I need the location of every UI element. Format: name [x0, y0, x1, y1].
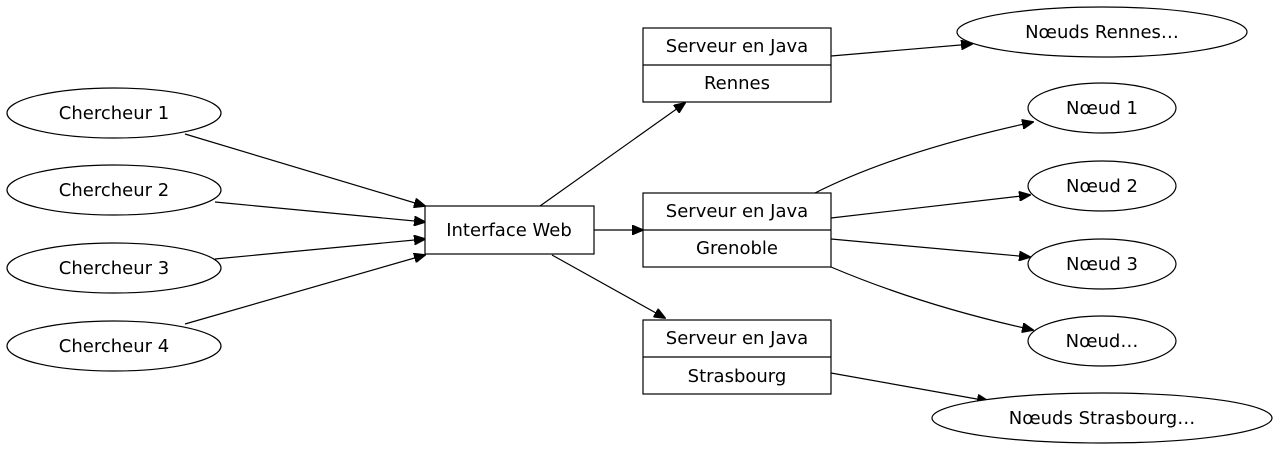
researcher-node: Chercheur 4 [6, 320, 222, 372]
server-site: Strasbourg [688, 366, 787, 387]
edge-grenoble-noeud2 [830, 195, 1030, 219]
edge-strasbourg-noeuds [830, 372, 988, 401]
server-nodes: Serveur en Java Rennes Serveur en Java G… [642, 27, 832, 395]
researcher-label: Chercheur 2 [59, 180, 169, 201]
compute-node: Nœud 1 [1027, 82, 1177, 134]
edge-chercheur2-interface [214, 201, 425, 222]
researcher-label: Chercheur 4 [59, 336, 169, 357]
server-node-grenoble: Serveur en Java Grenoble [642, 192, 832, 268]
server-node-strasbourg: Serveur en Java Strasbourg [642, 319, 832, 395]
edges [184, 44, 1033, 401]
compute-node-rennes: Nœuds Rennes… [956, 6, 1248, 58]
interface-web-node: Interface Web [424, 205, 595, 255]
researcher-nodes: Chercheur 1 Chercheur 2 Chercheur 3 Cher… [6, 87, 222, 372]
compute-node-label: Nœud 3 [1066, 254, 1138, 275]
edge-chercheur4-interface [184, 255, 425, 325]
edge-rennes-noeuds [830, 44, 972, 57]
edge-grenoble-noeud3 [830, 238, 1030, 257]
compute-node-label: Nœud 1 [1066, 98, 1138, 119]
edge-grenoble-noeud4 [830, 266, 1033, 330]
researcher-node: Chercheur 3 [6, 242, 222, 294]
edge-chercheur3-interface [214, 239, 425, 260]
researcher-label: Chercheur 3 [59, 258, 169, 279]
compute-node-label: Nœud… [1066, 331, 1139, 352]
compute-node-label: Nœud 2 [1066, 176, 1138, 197]
compute-nodes: Nœuds Rennes… Nœud 1 Nœud 2 Nœud 3 Nœud…… [931, 6, 1273, 444]
server-site: Rennes [704, 73, 770, 94]
server-title: Serveur en Java [666, 328, 808, 349]
compute-node-label: Nœuds Rennes… [1025, 22, 1179, 43]
server-title: Serveur en Java [666, 201, 808, 222]
edge-interface-rennes [539, 103, 685, 207]
compute-node-label: Nœuds Strasbourg… [1009, 408, 1195, 429]
edge-grenoble-noeud1 [814, 122, 1033, 194]
server-title: Serveur en Java [666, 36, 808, 57]
compute-node-strasbourg: Nœuds Strasbourg… [931, 392, 1273, 444]
server-node-rennes: Serveur en Java Rennes [642, 27, 832, 103]
researcher-label: Chercheur 1 [59, 103, 169, 124]
compute-node: Nœud… [1027, 315, 1177, 367]
interface-label: Interface Web [446, 220, 572, 241]
server-site: Grenoble [696, 238, 778, 259]
edge-chercheur1-interface [184, 133, 425, 206]
researcher-node: Chercheur 1 [6, 87, 222, 139]
edge-interface-strasbourg [551, 254, 665, 318]
compute-node: Nœud 2 [1027, 160, 1177, 212]
compute-node: Nœud 3 [1027, 238, 1177, 290]
researcher-node: Chercheur 2 [6, 164, 222, 216]
